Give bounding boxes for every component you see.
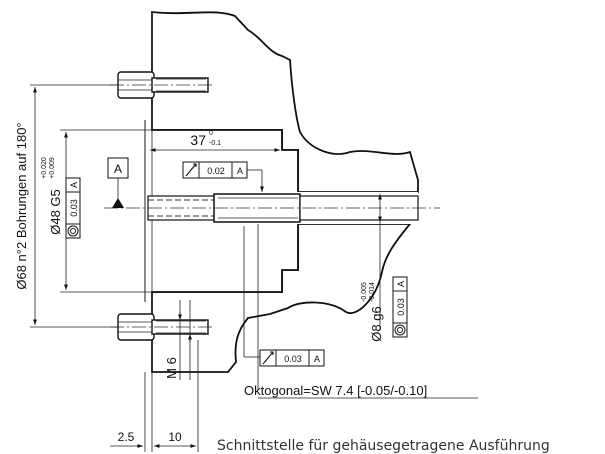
dim-right-label: 10	[168, 430, 182, 444]
thread-label: M 6	[164, 357, 179, 379]
dim-shaft-g6: Ø8 g6 -0.005 -0.014 0.03 A	[361, 194, 408, 342]
runout-bottom-value: 0.03	[284, 354, 302, 364]
length-nominal: 37	[190, 132, 206, 148]
dim-left-label: 2.5	[118, 430, 135, 444]
shaft	[104, 193, 440, 223]
housing-lower-part	[151, 223, 412, 373]
caption: Schnittstelle für gehäusegetragene Ausfü…	[217, 438, 550, 454]
dim-g5: Ø48 G5 +0.020 +0.009 concentricity-icon …	[41, 129, 152, 293]
octagonal-note: Oktogonal=SW 7.4 [-0.05/-0.10]	[244, 383, 478, 399]
runout-icon-top	[185, 163, 197, 177]
length-upper: 0	[209, 130, 213, 137]
runout-top-value: 0.02	[207, 166, 225, 176]
octagonal-label: Oktogonal=SW 7.4 [-0.05/-0.10]	[244, 383, 427, 398]
runout-bottom-datum: A	[314, 354, 320, 364]
length-lower: -0.1	[209, 140, 221, 147]
runout-frame-bottom: 0.03 A	[243, 224, 325, 390]
g5-nominal: Ø48 G5	[48, 189, 63, 235]
dim-length-37: 37 0 -0.1	[150, 130, 280, 152]
concentricity-bore-value: 0.03	[69, 199, 79, 217]
concentricity-bore-datum: A	[69, 182, 79, 188]
concentricity-shaft-value: 0.03	[396, 298, 406, 316]
concentricity-frame-bore: concentricity-icon 0.03 A	[65, 177, 81, 239]
runout-icon-bottom	[262, 351, 274, 365]
g5-upper: +0.020	[41, 157, 48, 179]
runout-top-datum: A	[237, 166, 243, 176]
dim-bore-circle: Ø68 n°2 Bohrungen auf 180°	[14, 84, 118, 328]
runout-frame-top: 0.02 A	[182, 161, 264, 192]
dim-bottom: 2.5 10	[110, 340, 199, 452]
shaft-lower: -0.014	[369, 282, 376, 302]
datum-a: A	[107, 157, 129, 208]
housing-upper-part	[151, 10, 419, 193]
screw-top	[110, 71, 215, 99]
screw-bottom	[110, 313, 215, 341]
concentricity-frame-shaft: 0.03 A	[392, 276, 408, 338]
concentricity-shaft-datum: A	[396, 281, 406, 287]
g5-lower: +0.009	[49, 157, 56, 179]
datum-triangle-icon	[112, 198, 124, 208]
shaft-nominal: Ø8 g6	[369, 306, 384, 341]
dim-thread-m6: M 6	[164, 300, 192, 380]
bore-circle-label: Ø68 n°2 Bohrungen auf 180°	[14, 122, 29, 289]
shaft-upper: -0.005	[361, 282, 368, 302]
datum-label: A	[114, 162, 122, 176]
